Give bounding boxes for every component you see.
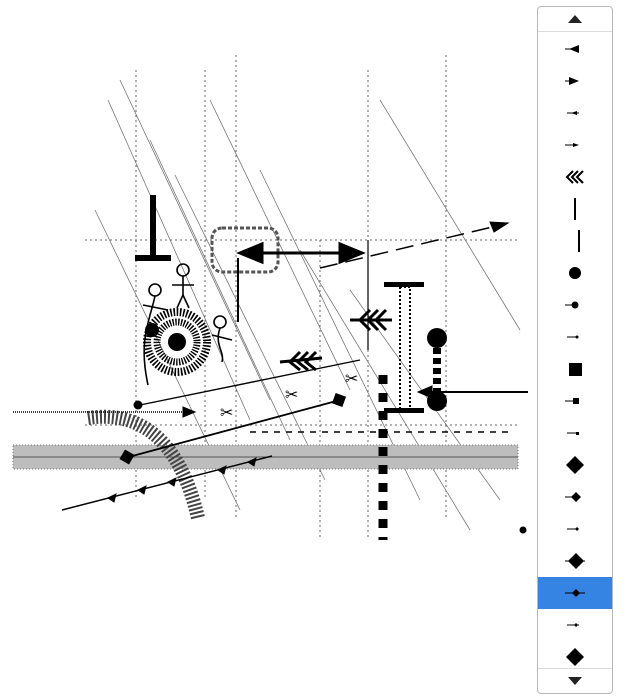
svg-text:✂: ✂	[220, 403, 233, 422]
marker-option[interactable]	[538, 289, 612, 321]
marker-option[interactable]	[538, 33, 612, 65]
marker-option[interactable]	[538, 545, 612, 577]
t-marker	[135, 195, 171, 261]
diamond-plain-large-icon	[566, 648, 584, 666]
diamond-small-icon	[567, 527, 579, 531]
square-large-icon	[569, 363, 582, 376]
marker-option[interactable]	[538, 161, 612, 193]
diamond-line-medium-icon	[565, 589, 585, 597]
marker-picker[interactable]	[537, 6, 613, 694]
dot-medium-icon	[565, 301, 579, 309]
diamond-medium-icon	[565, 492, 581, 502]
marker-list	[538, 33, 612, 673]
scissors-lines: ✂ ✂ ✂	[220, 369, 358, 422]
marker-option[interactable]	[538, 609, 612, 641]
bar-line-long-icon	[578, 230, 580, 252]
arrow-end-icon	[565, 77, 579, 85]
drawing-canvas[interactable]: ✂ ✂ ✂	[0, 0, 530, 700]
marker-option[interactable]	[538, 449, 612, 481]
svg-text:✂: ✂	[285, 385, 298, 404]
arrow-start-small-icon	[567, 111, 579, 115]
diamond-line-large-icon	[565, 553, 585, 569]
marker-option[interactable]	[538, 385, 612, 417]
dot-large-icon	[569, 267, 581, 279]
double-arrow	[236, 241, 366, 322]
dot-small-icon	[567, 335, 579, 339]
ladder-post	[384, 282, 447, 413]
diamond-large-icon	[566, 456, 584, 474]
diamond-line-small-icon	[567, 623, 579, 627]
marker-option[interactable]	[538, 321, 612, 353]
marker-option[interactable]	[538, 97, 612, 129]
square-medium-icon	[565, 398, 579, 404]
marker-option[interactable]	[538, 577, 612, 609]
dashed-rounded-box	[210, 226, 280, 274]
marker-option[interactable]	[538, 225, 612, 257]
triangle-down-icon	[568, 677, 582, 685]
triangle-up-icon	[568, 15, 582, 23]
double-chevron-icon	[565, 170, 584, 184]
arrow-end-small-icon	[565, 143, 579, 147]
marker-option[interactable]	[538, 257, 612, 289]
square-small-icon	[567, 432, 579, 435]
scroll-down-button[interactable]	[538, 668, 612, 693]
marker-option[interactable]	[538, 513, 612, 545]
marker-option[interactable]	[538, 481, 612, 513]
arrow-start-icon	[565, 45, 579, 53]
scroll-up-button[interactable]	[538, 7, 612, 32]
marker-option[interactable]	[538, 417, 612, 449]
marker-option[interactable]	[538, 193, 612, 225]
marker-option[interactable]	[538, 129, 612, 161]
marker-option[interactable]	[538, 641, 612, 673]
arc-ribbon	[86, 409, 205, 520]
arrow-lines	[13, 221, 528, 534]
marker-option[interactable]	[538, 65, 612, 97]
marker-option[interactable]	[538, 353, 612, 385]
spiral-flower	[143, 308, 211, 376]
bar-line-icon	[574, 198, 576, 220]
svg-text:✂: ✂	[345, 369, 358, 388]
